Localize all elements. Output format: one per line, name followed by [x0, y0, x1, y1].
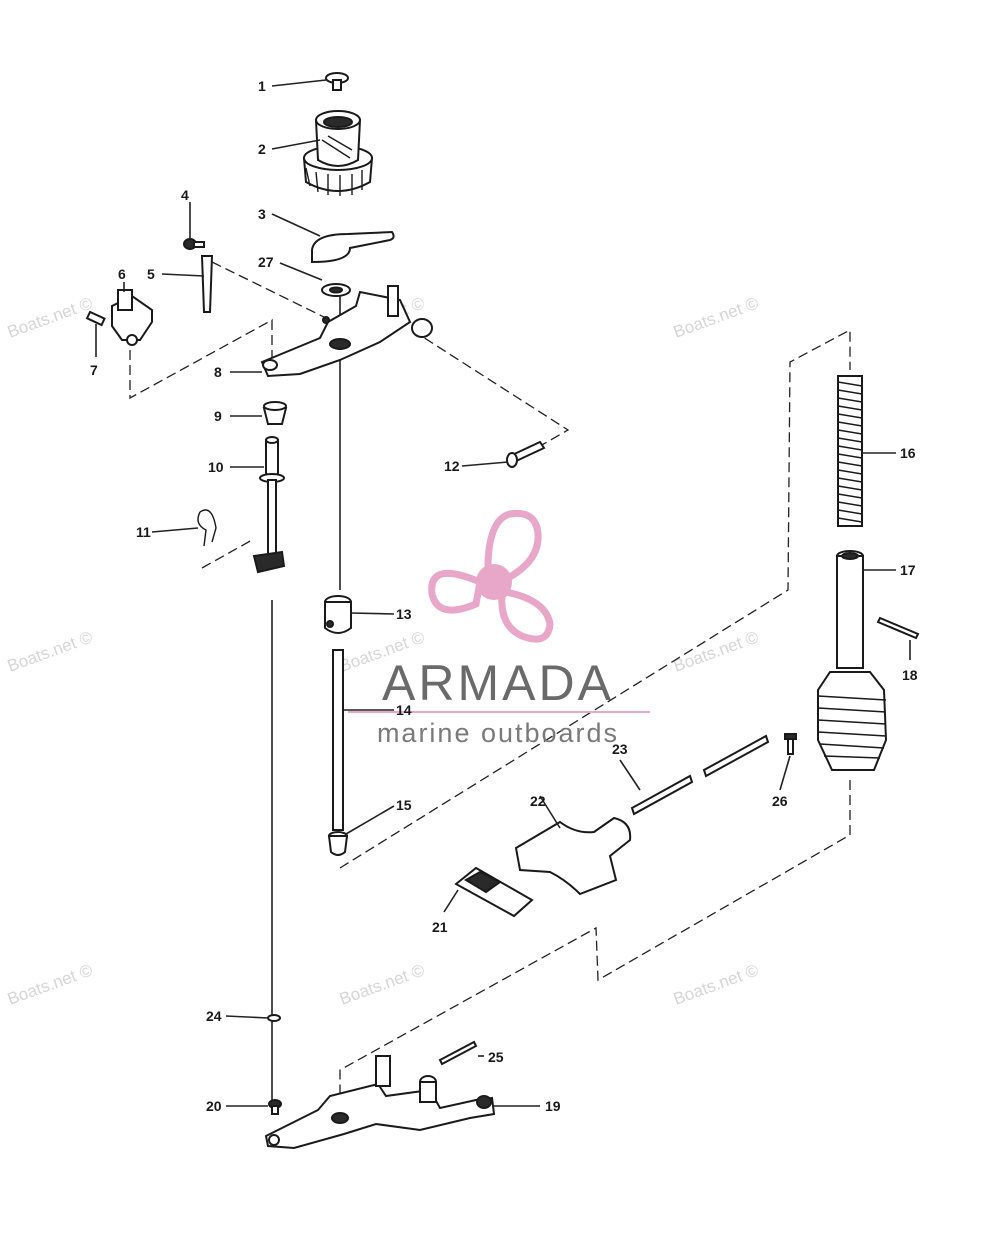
watermark-text: Boats.net ©	[671, 960, 762, 1008]
part-15-fitting	[327, 831, 349, 856]
part-5-pin	[200, 255, 214, 313]
part-25-pin	[438, 1040, 478, 1066]
part-23-threaded-rod	[630, 734, 770, 816]
callout-16: 16	[900, 445, 916, 461]
callout-20: 20	[206, 1098, 222, 1114]
callout-19: 19	[545, 1098, 561, 1114]
logo-subtitle: marine outboards	[377, 718, 619, 748]
callout-26: 26	[772, 793, 788, 809]
callout-11: 11	[136, 524, 151, 540]
callout-9: 9	[214, 408, 222, 424]
part-18-pin	[876, 616, 920, 640]
armada-logo: ARMADA marine outboards	[348, 509, 650, 748]
part-9-cap	[262, 401, 288, 425]
part-17-tube	[836, 550, 864, 669]
callout-1: 1	[258, 78, 266, 94]
part-7-screw	[85, 310, 106, 327]
callout-14: 14	[396, 702, 412, 718]
callout-23: 23	[612, 741, 628, 757]
callout-8: 8	[214, 364, 222, 380]
callout-2: 2	[258, 141, 266, 157]
part-20-screw	[268, 1099, 282, 1115]
leader-lines	[95, 79, 911, 1107]
callout-24: 24	[206, 1008, 222, 1024]
part-22-handle	[514, 816, 632, 896]
callout-22: 22	[530, 793, 546, 809]
part-19-lever	[264, 1055, 496, 1150]
part-24-clip	[267, 1014, 281, 1022]
part-2-gear	[302, 110, 374, 196]
watermark-text: Boats.net ©	[671, 293, 762, 341]
callout-17: 17	[900, 562, 916, 578]
callout-15: 15	[396, 797, 412, 813]
callout-21: 21	[432, 919, 448, 935]
callout-6: 6	[118, 266, 126, 282]
part-13-coupler	[324, 595, 352, 634]
callout-25: 25	[488, 1049, 504, 1065]
part-4-screw	[183, 238, 205, 250]
part-6-clamp	[111, 289, 153, 346]
callouts: 1 2 3 4 5 27 6 7 8 9 10 11 12 13 14 15 1…	[90, 78, 918, 1114]
part-21-block	[454, 866, 534, 918]
watermark-text: Boats.net ©	[337, 960, 428, 1008]
callout-12: 12	[444, 458, 460, 474]
bellows-boot	[817, 671, 888, 771]
watermark-text: Boats.net ©	[5, 960, 96, 1008]
part-3-spring-clip	[311, 230, 395, 264]
watermarks: Boats.net © Boats.net © Boats.net © Boat…	[5, 293, 762, 1008]
callout-13: 13	[396, 606, 412, 622]
part-27-washer	[321, 283, 351, 297]
part-16-spring	[837, 375, 863, 527]
propeller-icon	[428, 509, 554, 643]
callout-18: 18	[902, 667, 918, 683]
part-14-rod	[332, 649, 344, 831]
callout-4: 4	[181, 187, 189, 203]
watermark-text: Boats.net ©	[5, 627, 96, 675]
part-26-screw	[784, 733, 797, 755]
callout-10: 10	[208, 459, 224, 475]
callout-7: 7	[90, 362, 98, 378]
logo-title: ARMADA	[382, 655, 614, 711]
callout-3: 3	[258, 206, 266, 222]
part-8-lever	[260, 285, 433, 378]
part-11-hairpin	[197, 509, 217, 547]
watermark-text: Boats.net ©	[5, 293, 96, 341]
part-12-screw	[506, 440, 546, 468]
callout-27: 27	[258, 254, 274, 270]
part-1-screw	[325, 72, 349, 91]
part-10-shaft	[252, 436, 286, 574]
callout-5: 5	[147, 266, 155, 282]
